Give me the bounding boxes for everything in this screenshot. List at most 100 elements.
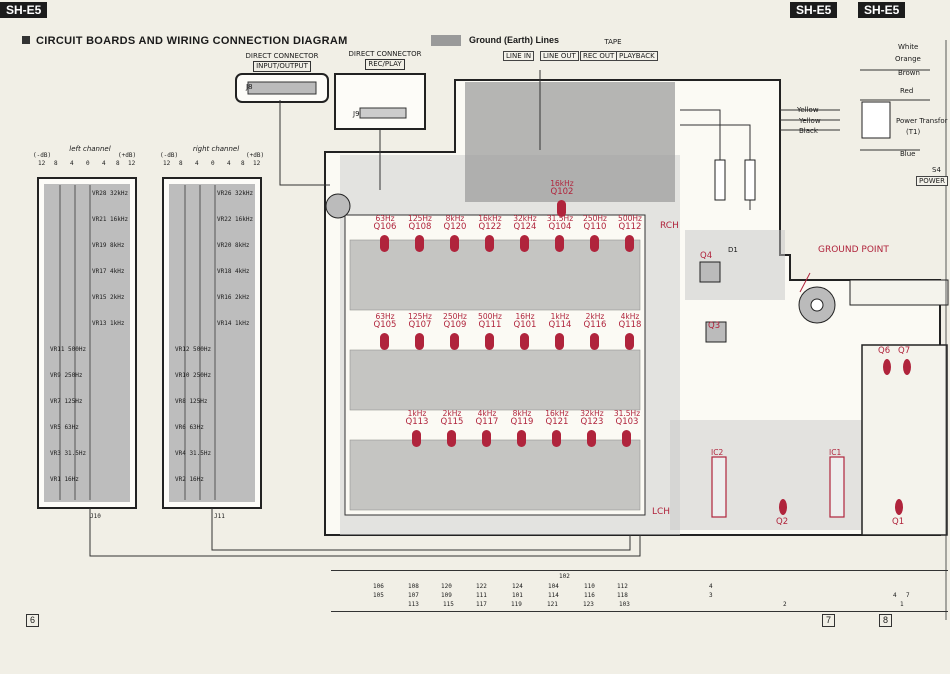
transistor-pad — [520, 235, 529, 252]
transistor-pad — [485, 333, 494, 350]
transistor-id: Q4 — [700, 251, 713, 261]
transistor-freq: 125Hz — [408, 214, 432, 223]
transistor-freq: 8kHz — [512, 409, 532, 418]
ic2-label: IC2 — [711, 448, 724, 457]
transistor-id: Q121 — [545, 417, 569, 427]
table-cell: 118 — [617, 592, 628, 599]
slider-label: VR17 4kHz — [92, 268, 125, 275]
direct-io-line2: INPUT/OUTPUT — [253, 61, 311, 72]
table-extra-7: 7 — [906, 592, 910, 599]
ic1-label: IC1 — [829, 448, 842, 457]
transistor-pad — [450, 235, 459, 252]
model-badge-left: SH-E5 — [0, 2, 48, 18]
playback-label: PLAYBACK — [616, 51, 658, 61]
transistor-freq: 250Hz — [583, 214, 607, 223]
table-cell: 3 — [709, 592, 713, 599]
transistor-pad — [415, 333, 424, 350]
right-scale-3: 0 — [211, 160, 215, 167]
transistor-pad — [555, 235, 564, 252]
slider-label: VR14 1kHz — [217, 320, 250, 327]
right-scale-2: 4 — [195, 160, 199, 167]
table-top: 102 — [559, 573, 570, 580]
transistor-pad — [412, 430, 421, 447]
transistor-id: Q101 — [513, 320, 537, 330]
table-extra-1: 1 — [900, 601, 904, 608]
transistor-freq: 4kHz — [477, 409, 497, 418]
slider-label: VR12 500Hz — [175, 346, 212, 353]
page-number-7: 7 — [822, 614, 835, 627]
transistor-pad — [552, 430, 561, 447]
s4-label: S4 — [932, 166, 941, 174]
transistor-freq: 16kHz — [550, 179, 574, 188]
slider-label: VR20 8kHz — [217, 242, 250, 249]
direct-rec-line2: REC/PLAY — [365, 59, 405, 70]
transistor-id: Q124 — [513, 222, 537, 232]
table-cell: 109 — [441, 592, 452, 599]
table-cell: 101 — [512, 592, 523, 599]
direct-io-label: DIRECT CONNECTOR INPUT/OUTPUT — [236, 52, 328, 72]
transistor-id: Q105 — [373, 320, 397, 330]
table-cell: 104 — [548, 583, 559, 590]
table-cell: 112 — [617, 583, 628, 590]
model-badge-right-2: SH-E5 — [858, 2, 906, 18]
left-slider-board — [37, 177, 137, 509]
transistor-id: Q1 — [892, 517, 905, 527]
transistor-pad — [450, 333, 459, 350]
direct-io-ref: J8 — [246, 83, 253, 91]
slider-label: VR1 16Hz — [50, 476, 79, 483]
transistor-id: Q107 — [408, 320, 432, 330]
left-scale-3: 0 — [86, 160, 90, 167]
transistor-id: Q111 — [478, 320, 502, 330]
table-cell: 123 — [583, 601, 594, 608]
right-neg-db: (-dB) — [160, 152, 179, 159]
slider-label: VR22 16kHz — [217, 216, 254, 223]
transistor-pad — [625, 333, 634, 350]
left-scale-1: 8 — [54, 160, 58, 167]
table-cell: 115 — [443, 601, 454, 608]
transistor-freq: 125Hz — [408, 312, 432, 321]
transistor-freq: 2kHz — [585, 312, 605, 321]
slider-label: VR10 250Hz — [175, 372, 212, 379]
slider-label: VR11 500Hz — [50, 346, 87, 353]
slider-label: VR8 125Hz — [175, 398, 208, 405]
right-board-ref: J11 — [214, 513, 225, 520]
model-badge-right-1: SH-E5 — [790, 2, 838, 18]
slider-label: VR2 16Hz — [175, 476, 204, 483]
transistor-freq: 31.5Hz — [546, 214, 574, 223]
left-pos-db: (+dB) — [118, 152, 137, 159]
transistor-id: Q104 — [548, 222, 572, 232]
transistor-id: Q110 — [583, 222, 607, 232]
table-cell: 106 — [373, 583, 384, 590]
slider-label: VR4 31.5Hz — [175, 450, 212, 457]
slider-label: VR15 2kHz — [92, 294, 125, 301]
slider-label: VR28 32kHz — [92, 190, 129, 197]
slider-label: VR6 63Hz — [175, 424, 204, 431]
table-cell: 107 — [408, 592, 419, 599]
slider-label: VR5 63Hz — [50, 424, 79, 431]
transistor-pad — [517, 430, 526, 447]
right-scale-0: 12 — [163, 160, 171, 167]
transistor-id: Q116 — [583, 320, 607, 330]
table-cell: 120 — [441, 583, 452, 590]
transistor-freq: 32kHz — [513, 214, 537, 223]
wire-yellow-1: Yellow — [797, 106, 819, 114]
transistor-id: Q112 — [618, 222, 642, 232]
